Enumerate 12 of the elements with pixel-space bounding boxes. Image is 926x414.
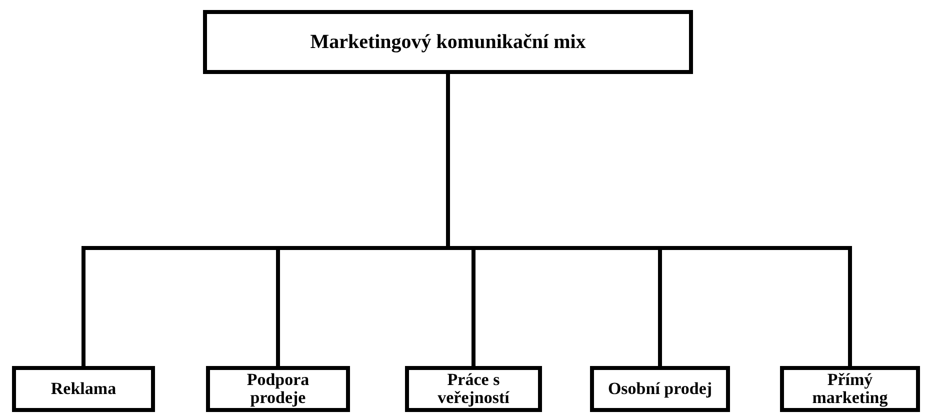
root-box bbox=[203, 10, 693, 74]
category-box bbox=[12, 366, 155, 412]
box-label: Podpora prodeje bbox=[246, 371, 310, 407]
box-label: Práce s veřejností bbox=[436, 371, 510, 407]
box-label: Reklama bbox=[50, 380, 116, 398]
box-label: Osobní prodej bbox=[608, 380, 712, 398]
category-box bbox=[206, 366, 350, 412]
box-label: Marketingový komunikační mix bbox=[310, 30, 586, 54]
category-box bbox=[590, 366, 730, 412]
category-box bbox=[780, 366, 920, 412]
box-label: Přímý marketing bbox=[811, 371, 889, 407]
category-box bbox=[405, 366, 542, 412]
